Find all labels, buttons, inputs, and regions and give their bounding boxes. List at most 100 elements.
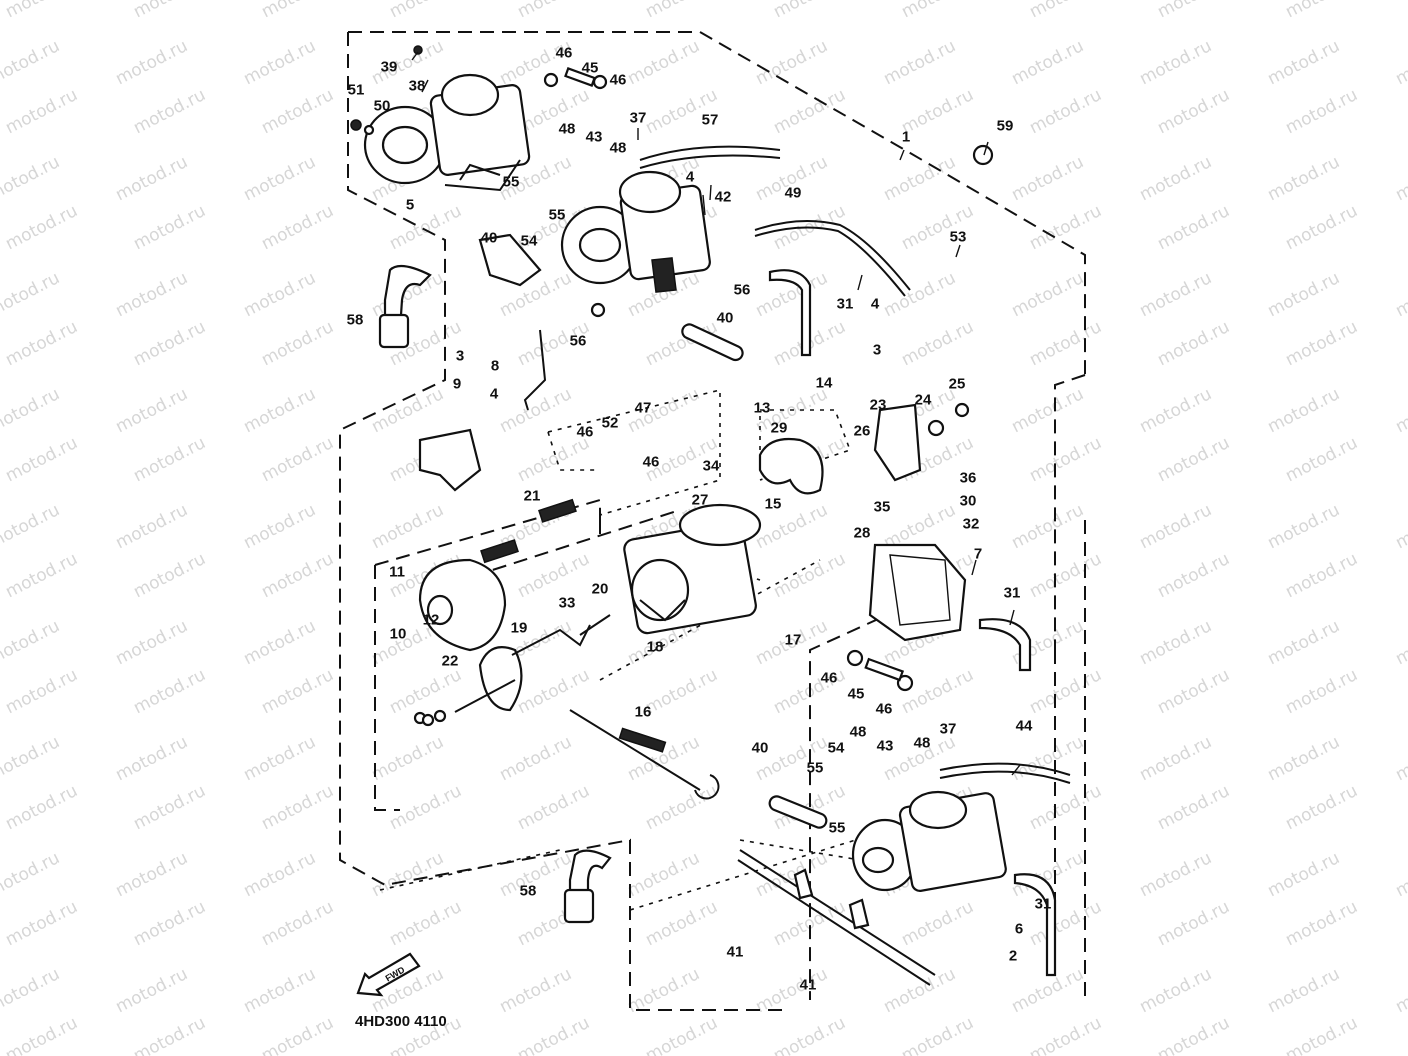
callout-33: 33 [558,594,576,612]
callout-47: 47 [634,399,652,417]
assembly-boundary-bottom [809,520,1086,1000]
callout-40: 40 [716,309,734,327]
callout-30: 30 [959,492,977,510]
callout-37: 37 [939,720,957,738]
callout-3: 3 [872,341,882,359]
callout-29: 29 [770,419,788,437]
callout-6: 6 [1014,920,1024,938]
callout-58: 58 [346,311,364,329]
callout-44: 44 [1015,717,1033,735]
callout-53: 53 [949,228,967,246]
callout-54: 54 [520,232,538,250]
callout-55: 55 [806,759,824,777]
callout-40: 40 [480,229,498,247]
hose-57 [639,145,781,161]
callout-26: 26 [853,422,871,440]
carburetor-bottom-right [851,790,1007,892]
callout-34: 34 [702,457,720,475]
callout-50: 50 [373,97,391,115]
callout-46: 46 [576,423,594,441]
callout-4: 4 [870,295,880,313]
callout-2: 2 [1008,947,1018,965]
vacuum-chamber-cover [418,558,507,652]
callout-19: 19 [510,619,528,637]
callout-4: 4 [489,385,499,403]
callout-31: 31 [1034,895,1052,913]
callout-41: 41 [799,976,817,994]
callout-28: 28 [853,524,871,542]
callout-32: 32 [962,515,980,533]
assembly-boundary-top [339,31,1086,1011]
callout-46: 46 [609,71,627,89]
callout-35: 35 [873,498,891,516]
float-chamber [868,543,967,642]
callout-51: 51 [347,81,365,99]
callout-7: 7 [973,545,983,563]
callout-14: 14 [815,374,833,392]
callout-48: 48 [609,139,627,157]
callout-11: 11 [389,563,405,581]
piston-diaphragm [478,646,523,712]
hose-58-bottom [568,849,612,902]
callout-24: 24 [914,391,932,409]
callout-48: 48 [913,734,931,752]
callout-12: 12 [422,611,440,629]
callout-17: 17 [784,631,802,649]
callout-1: 1 [901,128,911,146]
callout-52: 52 [601,414,619,432]
callout-25: 25 [948,375,966,393]
callout-4: 4 [685,168,695,186]
arrow-icon: FWD [356,952,421,997]
hose-31-bottom [1013,873,1057,977]
spring [480,539,519,564]
callout-31: 31 [836,295,854,313]
callout-45: 45 [581,59,599,77]
callout-43: 43 [876,737,894,755]
carburetor-center [623,503,762,635]
callout-36: 36 [959,469,977,487]
callout-9: 9 [452,375,462,393]
callout-55: 55 [828,819,846,837]
callout-27: 27 [691,491,709,509]
callout-3: 3 [455,347,465,365]
carburetor-top-right [560,170,711,293]
callout-39: 39 [380,58,398,76]
inner-boundary-mid [547,388,852,516]
callout-55: 55 [502,173,520,191]
callout-46: 46 [555,44,573,62]
callout-21: 21 [523,487,541,505]
hose-44 [939,762,1071,776]
hose-31-mid [978,618,1032,672]
callout-18: 18 [646,638,664,656]
callout-46: 46 [820,669,838,687]
callout-54: 54 [827,739,845,757]
callout-13: 13 [753,399,771,417]
callout-46: 46 [875,700,893,718]
diagram-code: 4HD300 4110 [355,1013,447,1030]
callout-31: 31 [1003,584,1021,602]
callout-56: 56 [569,332,587,350]
callout-48: 48 [558,120,576,138]
callout-48: 48 [849,723,867,741]
spring [538,498,577,523]
callout-40: 40 [751,739,769,757]
carburetor-top-left [363,73,531,192]
callout-56: 56 [733,281,751,299]
callout-59: 59 [996,117,1014,135]
callout-16: 16 [634,703,652,721]
callout-15: 15 [764,495,782,513]
inner-boundary-left [374,498,681,811]
callout-55: 55 [548,206,566,224]
callout-57: 57 [701,111,719,129]
callout-41: 41 [726,943,744,961]
callout-10: 10 [389,625,407,643]
callout-42: 42 [714,188,732,206]
linkage-bar [737,849,936,986]
callout-49: 49 [784,184,802,202]
callout-43: 43 [585,128,603,146]
callout-38: 38 [408,77,426,95]
pipe [681,323,744,362]
callout-8: 8 [490,357,500,375]
callout-37: 37 [629,109,647,127]
